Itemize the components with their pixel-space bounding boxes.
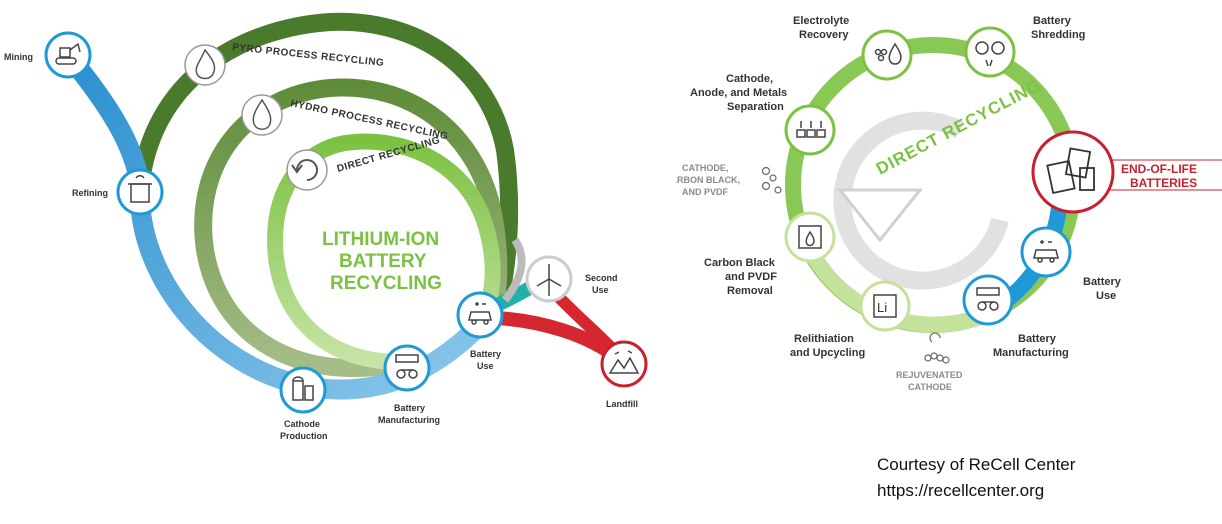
mining-node — [44, 31, 92, 79]
refresh-icon — [286, 149, 328, 191]
direct-loop-arc — [266, 133, 501, 370]
cathode-carbon-black-label-3: AND PVDF — [682, 187, 729, 197]
battery-shredding-label-1: Battery — [1033, 15, 1072, 27]
cathode-production-label-1: Cathode — [284, 419, 320, 429]
right-battery-use-label-2: Use — [1096, 290, 1116, 302]
carbon-black-removal-label-2: and PVDF — [725, 271, 777, 283]
landfill-icon — [608, 350, 640, 374]
separation-node — [784, 104, 836, 156]
relithiation-node: Li — [859, 280, 911, 332]
right-battery-use-node — [1020, 226, 1072, 278]
battery-manufacturing-node — [383, 344, 431, 392]
right-recycling-diagram: DIRECT RECYCLING Electrolyte Recovery Ba… — [664, 15, 1222, 392]
landfill-label: Landfill — [606, 399, 638, 409]
credit-url[interactable]: https://recellcenter.org — [877, 481, 1045, 500]
battery-use-label-2: Use — [477, 361, 494, 371]
conveyor-icon — [976, 287, 1000, 311]
electrolyte-recovery-label-1: Electrolyte — [793, 15, 849, 27]
molecule-droplet-icon — [874, 42, 902, 65]
end-of-life-label-2: BATTERIES — [1130, 176, 1197, 190]
particles-icon — [761, 166, 782, 194]
electrolyte-recovery-label-2: Recovery — [799, 29, 849, 41]
second-use-label-1: Second — [585, 273, 618, 283]
flame-icon — [184, 44, 226, 86]
electric-car-icon — [1033, 240, 1059, 263]
electric-car-icon — [468, 302, 492, 325]
separation-label-2: Anode, and Metals — [690, 87, 787, 99]
left-title-line-3: RECYCLING — [330, 273, 442, 294]
relithiation-label-1: Relithiation — [794, 333, 854, 345]
relithiation-label-2: and Upcycling — [790, 347, 865, 359]
battery-manufacturing-label-2: Manufacturing — [378, 415, 440, 425]
battery-use-node — [456, 291, 504, 339]
rejuvenated-cathode-label-1: REJUVENATED — [896, 370, 963, 380]
furnace-icon — [798, 225, 822, 249]
refining-node — [116, 168, 164, 216]
wind-turbine-icon — [536, 264, 562, 296]
credit-line-1: Courtesy of ReCell Center — [877, 455, 1076, 474]
crucible-icon — [128, 175, 152, 203]
cathode-carbon-black-label-2: CARBON BLACK, — [664, 175, 740, 185]
battery-shredding-node — [964, 26, 1016, 78]
cathode-carbon-black-label-1: CATHODE, — [682, 163, 728, 173]
electrolyte-recovery-node — [861, 29, 913, 81]
battery-manufacturing-label-1: Battery — [394, 403, 425, 413]
left-title-line-1: LITHIUM-ION — [322, 229, 439, 250]
left-title-line-2: BATTERY — [339, 251, 427, 272]
carbon-black-removal-node — [784, 211, 836, 263]
gears-icon — [975, 41, 1005, 67]
mining-label: Mining — [4, 52, 33, 62]
pyro-label: PYRO PROCESS RECYCLING — [232, 42, 385, 69]
carbon-black-removal-label-3: Removal — [727, 285, 773, 297]
left-recycling-diagram: PYRO PROCESS RECYCLING HYDRO PROCESS REC… — [4, 12, 648, 441]
second-use-node — [525, 255, 573, 303]
lithium-box-icon — [873, 294, 897, 318]
right-battery-manufacturing-node — [962, 274, 1014, 326]
hydro-loop-arc — [194, 78, 508, 378]
battery-cells-icon — [1046, 147, 1095, 195]
rejuvenated-cathode-label-2: CATHODE — [908, 382, 952, 392]
excavator-icon — [55, 42, 81, 65]
landfill-node — [600, 340, 648, 388]
right-battery-use-label-1: Battery — [1083, 276, 1122, 288]
credit-block: Courtesy of ReCell Center https://recell… — [877, 452, 1075, 504]
second-use-label-2: Use — [592, 285, 609, 295]
carbon-black-removal-label-1: Carbon Black — [704, 257, 776, 269]
cathode-production-label-2: Production — [280, 431, 328, 441]
li-symbol: Li — [877, 300, 887, 315]
refining-label: Refining — [72, 188, 108, 198]
battery-use-label-1: Battery — [470, 349, 501, 359]
battery-shredding-label-2: Shredding — [1031, 29, 1085, 41]
rejuvenated-cathode-icon — [924, 332, 950, 364]
separation-label-3: Separation — [727, 101, 784, 113]
droplet-icon — [241, 94, 283, 136]
silo-icon — [292, 376, 314, 401]
right-battery-manufacturing-label-1: Battery — [1018, 333, 1057, 345]
conveyor-icon — [395, 354, 419, 379]
separation-tanks-icon — [796, 121, 826, 138]
end-of-life-label-1: END-OF-LIFE — [1121, 162, 1197, 176]
center-cycle-arrow-icon — [833, 111, 1009, 290]
separation-label-1: Cathode, — [726, 73, 773, 85]
end-of-life-node — [1031, 130, 1115, 214]
right-battery-manufacturing-label-2: Manufacturing — [993, 347, 1069, 359]
gray-connector — [501, 237, 526, 303]
cathode-production-node — [279, 366, 327, 414]
